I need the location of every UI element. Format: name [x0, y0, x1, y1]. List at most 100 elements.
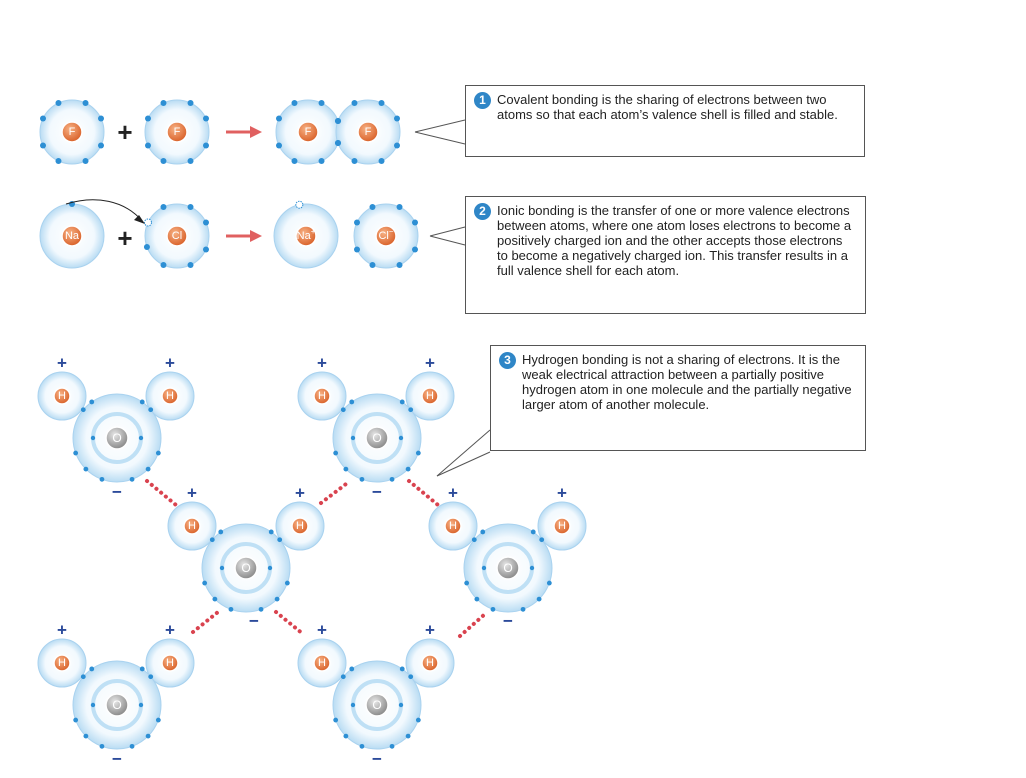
transfer-arrow-head: [134, 215, 145, 224]
partial-positive-charge: +: [317, 354, 327, 373]
inner-electron: [138, 702, 144, 708]
callout-text-hydrogen: Hydrogen bonding is not a sharing of ele…: [522, 352, 852, 412]
valence-electron: [145, 466, 151, 472]
fluorine-nucleus: [166, 121, 188, 143]
valence-electron: [73, 450, 79, 456]
electron: [203, 246, 210, 253]
inner-electron: [90, 435, 96, 441]
callout-pointer: [429, 226, 466, 237]
valence-electron: [539, 537, 545, 543]
hydrogen-nucleus-label: H: [426, 657, 434, 669]
hydrogen-nucleus: [313, 387, 331, 405]
hydrogen-nucleus-label: H: [166, 657, 174, 669]
valence-electron: [129, 743, 135, 749]
callout-number-1: 1: [474, 92, 491, 109]
oxygen-nucleus: [496, 556, 520, 580]
electron: [334, 118, 341, 125]
hydrogen-bonds: [145, 479, 487, 638]
valence-electron: [218, 529, 224, 535]
electron: [144, 142, 151, 149]
electron: [187, 203, 194, 210]
electron: [82, 158, 89, 165]
valence-electron: [73, 717, 79, 723]
electron: [353, 246, 360, 253]
hydrogen-bond: [191, 610, 220, 634]
inner-electron: [529, 565, 535, 571]
callout-text-ionic: Ionic bonding is the transfer of one or …: [497, 203, 852, 278]
chloride-ion-nucleus-charge: −: [389, 227, 394, 236]
electron: [160, 203, 167, 210]
reaction-arrows: [65, 126, 262, 242]
valence-electron: [408, 407, 414, 413]
electron: [98, 115, 105, 122]
partial-positive-charge: +: [187, 484, 197, 503]
valence-electron: [343, 466, 349, 472]
valence-electron: [155, 450, 161, 456]
valence-electron: [99, 743, 105, 749]
electron: [39, 115, 46, 122]
inner-electron: [481, 565, 487, 571]
electron: [412, 246, 419, 253]
electron: [203, 115, 210, 122]
hydrogen-nucleus-label: H: [318, 657, 326, 669]
electron: [369, 203, 376, 210]
fluorine-nucleus: [357, 121, 379, 143]
valence-electron: [155, 717, 161, 723]
electron: [98, 142, 105, 149]
valence-electron: [405, 733, 411, 739]
fluorine-nucleus-label: F: [365, 126, 372, 138]
valence-electron: [520, 606, 526, 612]
reaction-arrow-head: [250, 126, 262, 138]
partial-negative-charge: −: [112, 483, 122, 502]
partial-negative-charge: −: [249, 612, 259, 631]
transferred-electron: [143, 218, 152, 227]
electron: [160, 158, 167, 165]
valence-electron: [83, 466, 89, 472]
hydrogen-nucleus: [161, 387, 179, 405]
hydrogen-nucleus-label: H: [426, 390, 434, 402]
hydrogen-nucleus-label: H: [558, 520, 566, 532]
inner-electron: [138, 435, 144, 441]
oxygen-nucleus: [234, 556, 258, 580]
hydrogen-bond: [407, 479, 440, 507]
electron: [351, 99, 358, 106]
valence-electron: [359, 476, 365, 482]
valence-electron: [490, 606, 496, 612]
electron: [318, 158, 325, 165]
valence-electron: [139, 399, 145, 405]
electron: [351, 158, 358, 165]
valence-electron: [277, 537, 283, 543]
callout-number-2: 2: [474, 203, 491, 220]
callout-text-covalent: Covalent bonding is the sharing of elect…: [497, 92, 838, 122]
valence-electron: [340, 674, 346, 680]
valence-electron: [80, 674, 86, 680]
electron: [394, 115, 401, 122]
oxygen-nucleus-label: O: [112, 431, 121, 445]
electron: [318, 99, 325, 106]
hydrogen-nucleus: [444, 517, 462, 535]
valence-electron: [274, 596, 280, 602]
valence-electron: [530, 529, 536, 535]
valence-electron: [212, 596, 218, 602]
callout-ionic-bonding: 2 Ionic bonding is the transfer of one o…: [465, 196, 866, 314]
electron: [82, 99, 89, 106]
transfer-arrow: [65, 199, 144, 223]
valence-electron: [415, 450, 421, 456]
electron: [353, 219, 360, 226]
oxygen-nucleus: [365, 426, 389, 450]
electron: [291, 158, 298, 165]
electron: [187, 99, 194, 106]
partial-positive-charge: +: [557, 484, 567, 503]
electron: [144, 115, 151, 122]
valence-electron: [343, 733, 349, 739]
inner-electron: [398, 702, 404, 708]
hydrogen-nucleus: [161, 654, 179, 672]
fluorine-nucleus-label: F: [69, 126, 76, 138]
valence-electron: [139, 666, 145, 672]
callout-number-3: 3: [499, 352, 516, 369]
inner-electron: [350, 702, 356, 708]
valence-electron: [340, 407, 346, 413]
fluorine-nucleus: [61, 121, 83, 143]
sodium-ion-nucleus-charge: +: [311, 227, 316, 236]
valence-electron: [333, 717, 339, 723]
